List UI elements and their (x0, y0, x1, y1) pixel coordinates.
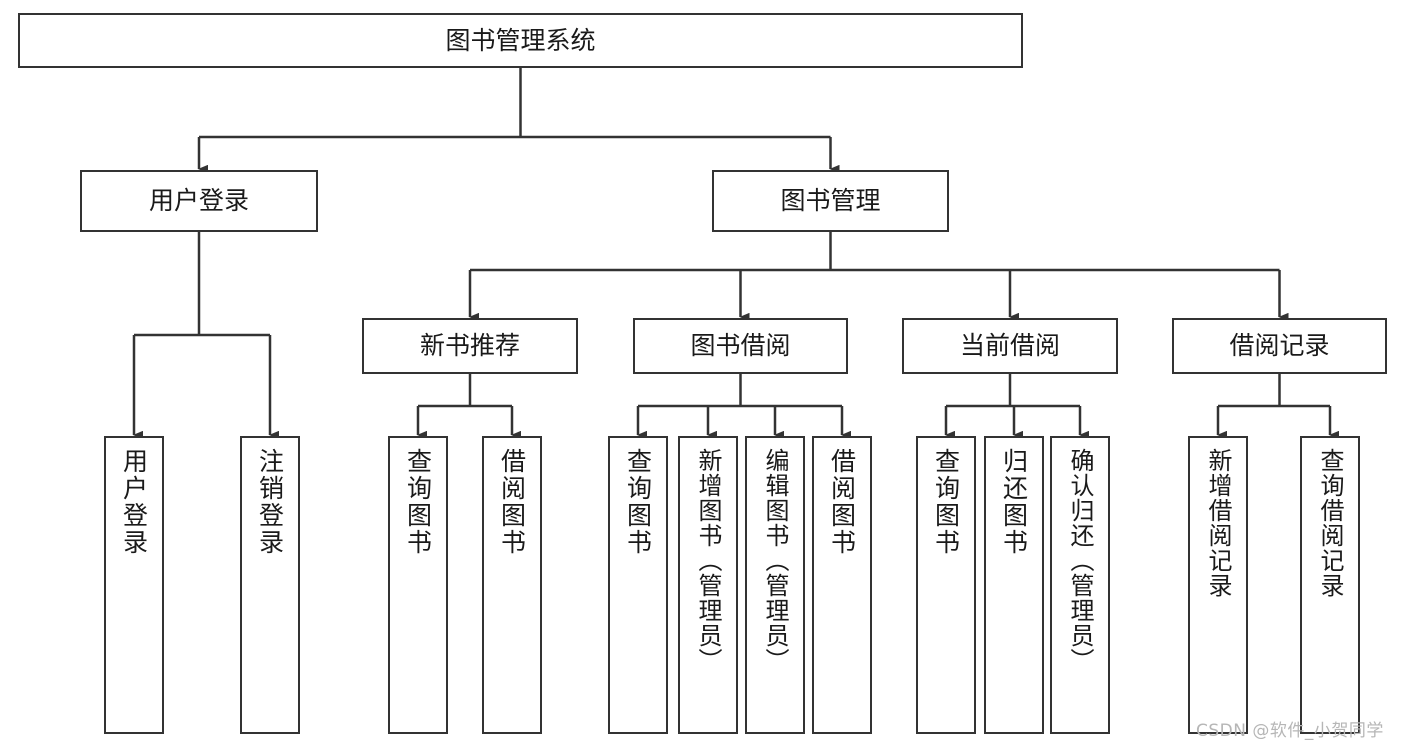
node-leaf-leaf-confirm-return[interactable]: 确认归还（管理员） (1050, 436, 1110, 734)
edge-group (132, 68, 1339, 440)
node-submodule-book-borrow[interactable]: 图书借阅 (633, 318, 848, 374)
node-leaf-leaf-query-book-1-label: 查询图书 (403, 448, 433, 556)
node-leaf-leaf-edit-book-label: 编辑图书（管理员） (761, 448, 789, 673)
node-root-system-label: 图书管理系统 (445, 25, 596, 55)
node-leaf-leaf-confirm-return-label: 确认归还（管理员） (1066, 448, 1094, 673)
node-module-book-manage[interactable]: 图书管理 (712, 170, 949, 232)
node-leaf-leaf-query-book-3-label: 查询图书 (931, 448, 961, 556)
node-module-book-manage-label: 图书管理 (780, 186, 881, 216)
node-module-user-login[interactable]: 用户登录 (80, 170, 318, 232)
node-leaf-leaf-logout[interactable]: 注销登录 (240, 436, 300, 734)
node-leaf-leaf-borrow-book-1-label: 借阅图书 (497, 448, 527, 556)
node-module-user-login-label: 用户登录 (148, 186, 249, 216)
node-leaf-leaf-query-record[interactable]: 查询借阅记录 (1300, 436, 1360, 734)
node-leaf-leaf-return-book-label: 归还图书 (999, 448, 1029, 556)
node-submodule-new-book-recommend[interactable]: 新书推荐 (362, 318, 578, 374)
node-leaf-leaf-borrow-book-2[interactable]: 借阅图书 (812, 436, 872, 734)
node-leaf-leaf-logout-label: 注销登录 (255, 448, 285, 556)
node-leaf-leaf-query-book-2-label: 查询图书 (623, 448, 653, 556)
node-root-system[interactable]: 图书管理系统 (18, 13, 1023, 68)
node-submodule-borrow-record[interactable]: 借阅记录 (1172, 318, 1387, 374)
node-leaf-leaf-return-book[interactable]: 归还图书 (984, 436, 1044, 734)
node-leaf-leaf-add-book[interactable]: 新增图书（管理员） (678, 436, 738, 734)
node-leaf-leaf-edit-book[interactable]: 编辑图书（管理员） (745, 436, 805, 734)
node-submodule-current-borrow[interactable]: 当前借阅 (902, 318, 1118, 374)
node-leaf-leaf-query-record-label: 查询借阅记录 (1316, 448, 1344, 598)
node-leaf-leaf-user-login-label: 用户登录 (119, 448, 149, 556)
node-submodule-new-book-recommend-label: 新书推荐 (419, 331, 520, 361)
node-leaf-leaf-query-book-3[interactable]: 查询图书 (916, 436, 976, 734)
node-submodule-current-borrow-label: 当前借阅 (959, 331, 1060, 361)
node-leaf-leaf-user-login[interactable]: 用户登录 (104, 436, 164, 734)
node-leaf-leaf-add-book-label: 新增图书（管理员） (694, 448, 722, 673)
node-leaf-leaf-borrow-book-2-label: 借阅图书 (827, 448, 857, 556)
node-leaf-leaf-borrow-book-1[interactable]: 借阅图书 (482, 436, 542, 734)
node-leaf-leaf-query-book-1[interactable]: 查询图书 (388, 436, 448, 734)
node-leaf-leaf-add-record-label: 新增借阅记录 (1204, 448, 1232, 598)
node-submodule-book-borrow-label: 图书借阅 (690, 331, 791, 361)
node-leaf-leaf-add-record[interactable]: 新增借阅记录 (1188, 436, 1248, 734)
node-submodule-borrow-record-label: 借阅记录 (1229, 331, 1330, 361)
node-leaf-leaf-query-book-2[interactable]: 查询图书 (608, 436, 668, 734)
